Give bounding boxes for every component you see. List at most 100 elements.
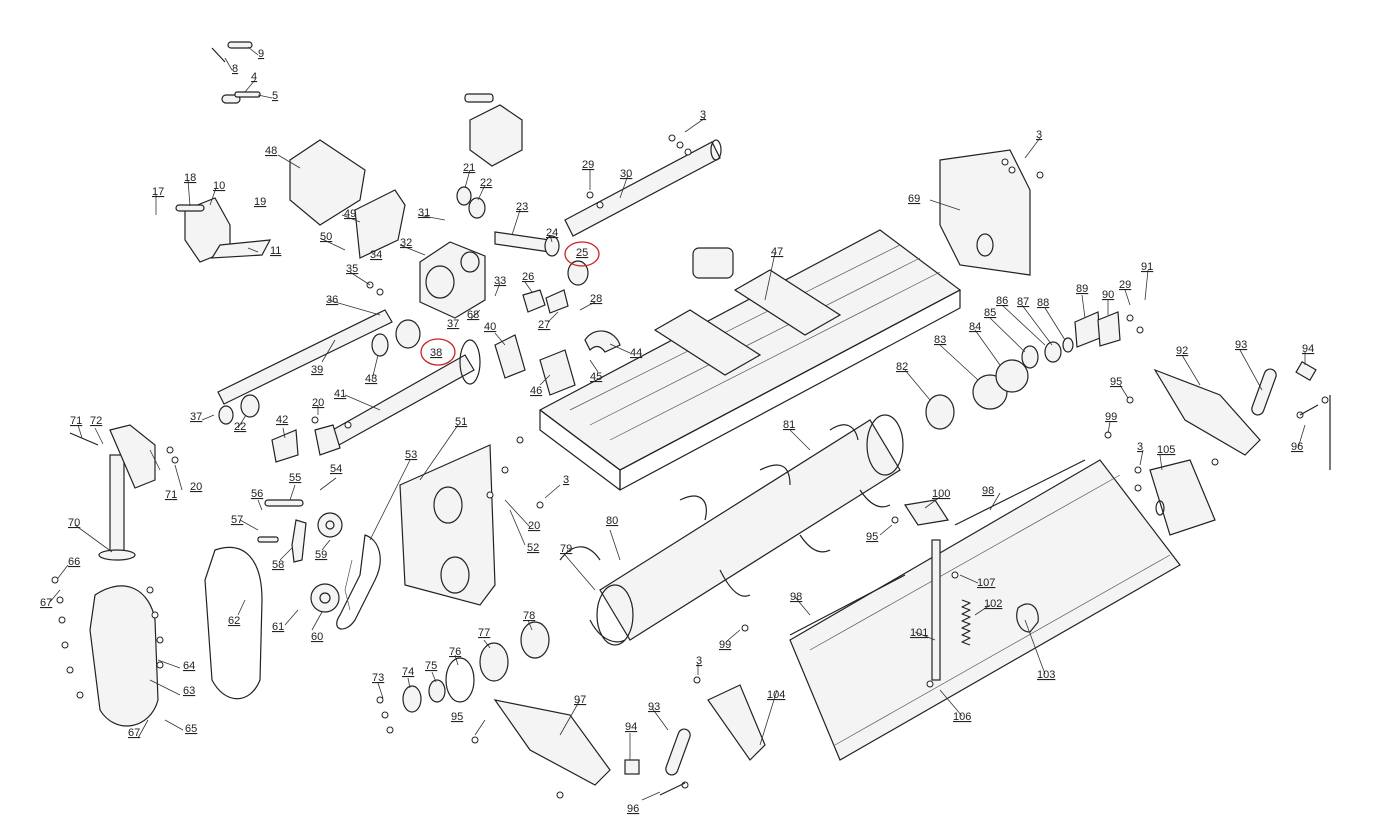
callout-72: 72	[90, 415, 102, 427]
callout-25: 25	[576, 247, 588, 259]
callout-29: 29	[582, 159, 594, 171]
callout-27: 27	[538, 319, 550, 331]
hood-pin-98	[789, 459, 1086, 636]
callout-30: 30	[620, 168, 632, 180]
callout-71: 71	[70, 415, 82, 427]
callout-94-2: 94	[625, 721, 637, 733]
callout-44: 44	[630, 347, 642, 359]
callout-85: 85	[984, 307, 996, 319]
callout-65: 65	[185, 723, 197, 735]
callout-53: 53	[405, 449, 417, 461]
callout-52: 52	[527, 542, 539, 554]
callout-49: 49	[344, 208, 356, 220]
callout-26: 26	[522, 271, 534, 283]
callout-33: 33	[494, 275, 506, 287]
callout-54: 54	[330, 463, 342, 475]
callout-38: 38	[430, 347, 442, 359]
callout-95: 95	[1110, 376, 1122, 388]
callout-88: 88	[1037, 297, 1049, 309]
callout-107: 107	[977, 577, 995, 589]
callout-57: 57	[231, 514, 243, 526]
flanges	[271, 289, 1121, 703]
leader-lines	[49, 46, 1306, 801]
depth-stand	[98, 424, 156, 561]
callout-61: 61	[272, 621, 284, 633]
skid-92	[1153, 368, 1261, 456]
callout-83: 83	[934, 334, 946, 346]
callout-20: 20	[312, 397, 324, 409]
callout-99: 99	[1105, 411, 1117, 423]
callout-18: 18	[184, 172, 196, 184]
fasteners	[51, 134, 1329, 799]
callout-62: 62	[228, 615, 240, 627]
callout-64: 64	[183, 660, 195, 672]
callout-101: 101	[910, 627, 928, 639]
callout-34: 34	[370, 249, 382, 261]
gearbox-housing	[419, 241, 486, 319]
side-plate-105	[1149, 459, 1216, 536]
callout-84: 84	[969, 321, 981, 333]
callout-22-2: 22	[234, 421, 246, 433]
adjust-rod-101	[931, 539, 941, 681]
callout-47: 47	[771, 246, 783, 258]
callout-79: 79	[560, 543, 572, 555]
callout-28: 28	[590, 293, 602, 305]
callout-96: 96	[1291, 441, 1303, 453]
callout-87: 87	[1017, 296, 1029, 308]
callout-80: 80	[606, 515, 618, 527]
chain-case-cover	[89, 585, 159, 727]
callout-3: 3	[700, 109, 706, 121]
callout-93: 93	[1235, 339, 1247, 351]
callout-104: 104	[767, 689, 785, 701]
callout-96-2: 96	[627, 803, 639, 815]
callout-21: 21	[463, 162, 475, 174]
side-plate-104	[707, 684, 766, 761]
hitch-bracket	[184, 197, 272, 263]
callout-45: 45	[590, 371, 602, 383]
pinion-shaft-23	[494, 231, 551, 253]
callout-77: 77	[478, 627, 490, 639]
callout-66: 66	[68, 556, 80, 568]
bracket-46	[539, 349, 576, 396]
callout-95-3: 95	[451, 711, 463, 723]
callout-17: 17	[152, 186, 164, 198]
callout-103: 103	[1037, 669, 1055, 681]
skid-97	[493, 699, 611, 786]
callout-95-2: 95	[866, 531, 878, 543]
callout-24: 24	[546, 227, 558, 239]
rear-hood	[789, 459, 1181, 761]
callout-67-2: 67	[128, 727, 140, 739]
callout-56: 56	[251, 488, 263, 500]
callout-5: 5	[272, 90, 278, 102]
callout-29-2: 29	[1119, 279, 1131, 291]
callout-97: 97	[574, 694, 586, 706]
callout-39: 39	[311, 364, 323, 376]
callout-4: 4	[251, 71, 257, 83]
callout-8: 8	[232, 63, 238, 75]
tiller-rotor	[559, 414, 904, 646]
callout-37: 37	[447, 318, 459, 330]
callout-86: 86	[996, 295, 1008, 307]
callout-58: 58	[272, 559, 284, 571]
callout-91: 91	[1141, 261, 1153, 273]
callout-68: 68	[467, 309, 479, 321]
shaft-39	[217, 309, 393, 405]
clip-103	[1016, 603, 1039, 633]
callout-41: 41	[334, 388, 346, 400]
callout-75: 75	[425, 660, 437, 672]
gasket-62	[204, 546, 263, 700]
callout-37-2: 37	[190, 411, 202, 423]
callout-23: 23	[516, 201, 528, 213]
callout-69: 69	[908, 193, 920, 205]
callout-102: 102	[984, 598, 1002, 610]
callout-93-2: 93	[648, 701, 660, 713]
callout-74: 74	[402, 666, 414, 678]
callout-106: 106	[953, 711, 971, 723]
callout-90: 90	[1102, 289, 1114, 301]
highlight-marks	[420, 241, 600, 366]
callout-36: 36	[326, 294, 338, 306]
callout-73: 73	[372, 672, 384, 684]
callout-3-3: 3	[563, 474, 569, 486]
callout-3-2: 3	[1036, 129, 1042, 141]
